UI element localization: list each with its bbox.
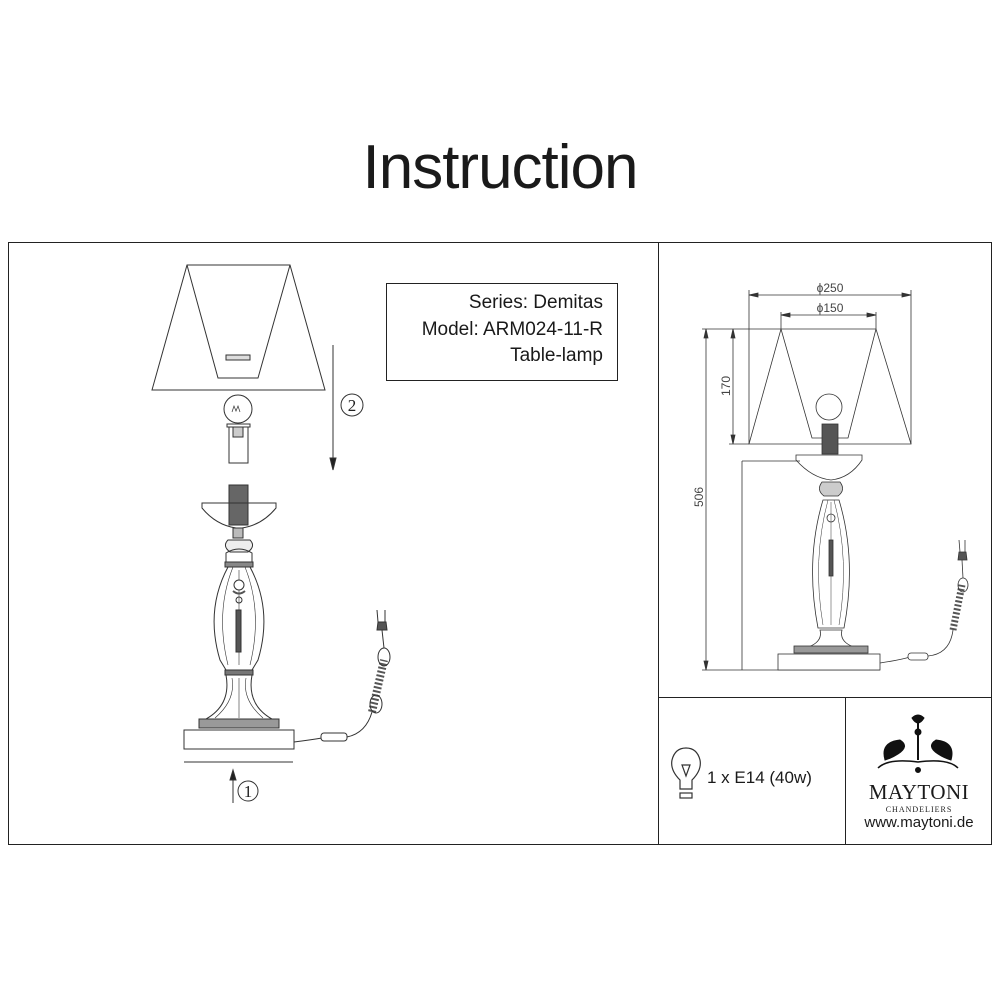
page-title: Instruction: [362, 133, 638, 202]
drawing-frame: [8, 242, 992, 845]
divider: [845, 697, 846, 845]
lamp-shade: [151, 264, 326, 391]
maytoni-logo: [877, 714, 959, 773]
bulb-icon: [223, 394, 253, 464]
socket-thread: [228, 484, 249, 526]
type-label: Table-lamp: [510, 345, 603, 366]
series-label: Series: Demitas: [468, 292, 603, 313]
step-1-arrow: [229, 768, 259, 803]
model-label: Model: ARM024-11-R: [421, 318, 603, 340]
dimension-drawing: [702, 290, 969, 671]
bulb-spec-icon: [671, 747, 701, 799]
product-info-box: Series: Demitas Model: ARM024-11-R Table…: [386, 283, 618, 381]
power-cord: [293, 609, 391, 743]
step-1-label: 1: [244, 782, 253, 801]
divider: [658, 242, 659, 845]
divider: [658, 697, 992, 698]
dim-shade-inner: ϕ150: [817, 301, 844, 315]
assembly-drawing: [151, 264, 391, 803]
dim-shade-height: 170: [719, 376, 733, 396]
dim-shade-outer: ϕ250: [817, 281, 844, 295]
brand-name: MAYTONI: [868, 780, 970, 804]
lamp-base: [183, 502, 295, 763]
brand-url: www.maytoni.de: [864, 814, 974, 831]
step-2-arrow: [329, 345, 364, 471]
bulb-spec-text: 1 x E14 (40w): [707, 768, 812, 787]
step-2-label: 2: [348, 396, 357, 415]
brand-subtitle: CHANDELIERS: [885, 805, 953, 814]
dim-total-height: 506: [692, 487, 706, 507]
